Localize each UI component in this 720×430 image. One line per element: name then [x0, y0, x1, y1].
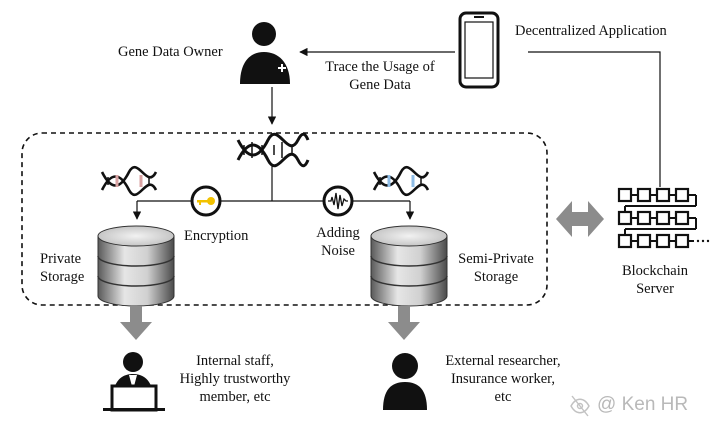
- adding-noise-label: Adding Noise: [310, 224, 366, 260]
- semi-private-storage-cylinder: [370, 225, 448, 307]
- smartphone-icon: [458, 11, 500, 89]
- semi-private-storage-line2: Storage: [473, 269, 519, 285]
- dna-helix-icon: [236, 132, 310, 168]
- private-dna-icon: [100, 165, 158, 197]
- blockchain-grid-icon: [617, 187, 710, 249]
- semi-access-arrow: [388, 306, 420, 340]
- private-storage-line2: Storage: [40, 269, 85, 285]
- external-researcher-line1: External researcher,: [445, 353, 561, 369]
- watermark-name: Ken HR: [621, 394, 689, 415]
- blockchain-server-line1: Blockchain: [621, 263, 689, 279]
- external-researcher-line3: etc: [494, 389, 512, 405]
- connector-lines: [132, 47, 661, 220]
- trace-usage-label: Trace the Usage of Gene Data: [310, 58, 450, 94]
- private-storage-line1: Private: [40, 251, 82, 267]
- blockchain-server-line2: Server: [636, 281, 674, 297]
- staff-person-icon: [103, 352, 165, 412]
- encryption-label: Encryption: [184, 228, 249, 244]
- external-researcher-label: External researcher, Insurance worker, e…: [428, 352, 578, 406]
- watermark-logo-icon: [570, 395, 590, 417]
- semi-private-storage-label: Semi-Private Storage: [448, 250, 544, 286]
- private-access-arrow: [120, 306, 152, 340]
- platform-dashed-boundary: [21, 132, 548, 306]
- adding-noise-line1: Adding: [316, 225, 360, 241]
- trace-usage-line2: Gene Data: [349, 77, 411, 93]
- private-storage-cylinder: [97, 225, 175, 307]
- internal-staff-label: Internal staff, Highly trustworthy membe…: [160, 352, 310, 406]
- internal-staff-line3: member, etc: [199, 389, 271, 405]
- semi-private-storage-line1: Semi-Private: [458, 251, 534, 267]
- double-arrow: [556, 201, 604, 237]
- watermark-text: @ Ken HR: [597, 394, 689, 415]
- decentralized-app-label: Decentralized Application: [515, 23, 667, 39]
- blockchain-to-app-line: [528, 51, 661, 187]
- external-researcher-line2: Insurance worker,: [450, 371, 556, 387]
- person-icon: [383, 353, 427, 410]
- gene-data-owner-label: Gene Data Owner: [118, 44, 223, 60]
- private-storage-label: Private Storage: [40, 250, 84, 286]
- trace-usage-line1: Trace the Usage of: [325, 59, 435, 75]
- sound-wave-icon: [322, 185, 354, 217]
- doctor-person-icon: [240, 22, 290, 84]
- internal-staff-line1: Internal staff,: [196, 353, 274, 369]
- internal-staff-line2: Highly trustworthy: [179, 371, 291, 387]
- semi-dna-icon: [372, 165, 430, 197]
- adding-noise-line2: Noise: [321, 243, 355, 259]
- blockchain-server-label: Blockchain Server: [612, 262, 698, 298]
- key-icon: [190, 185, 222, 217]
